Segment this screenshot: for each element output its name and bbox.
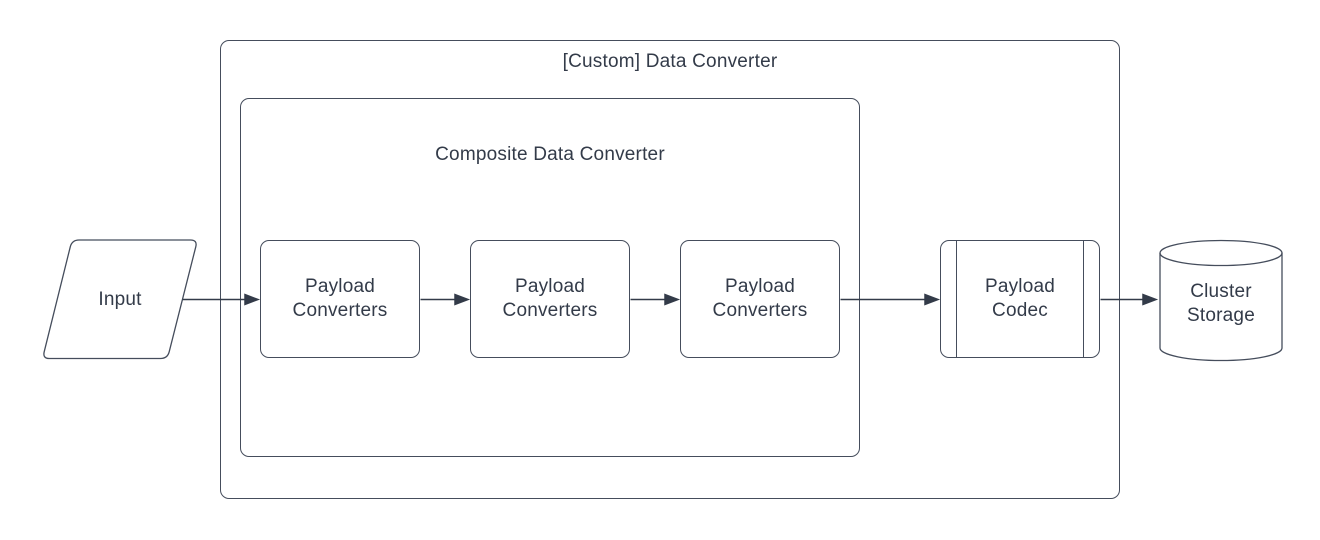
node-payload-converters-1: Payload Converters: [260, 240, 420, 358]
node-payload-codec-label: Payload Codec: [984, 276, 1056, 321]
cluster-storage-cylinder-shape: [1159, 239, 1283, 362]
node-payload-converters-2: Payload Converters: [470, 240, 630, 358]
input-parallelogram-shape: [43, 239, 197, 360]
node-payload-codec: Payload Codec: [940, 240, 1100, 358]
node-payload-converters-3: Payload Converters: [680, 240, 840, 358]
group-custom-data-converter-title: [Custom] Data Converter: [562, 51, 778, 72]
group-composite-data-converter-title: Composite Data Converter: [435, 144, 665, 165]
node-payload-converters-3-label: Payload Converters: [712, 276, 808, 321]
codec-side-line-left: [956, 241, 957, 357]
codec-side-line-right: [1083, 241, 1084, 357]
node-payload-converters-1-label: Payload Converters: [292, 276, 388, 321]
node-payload-converters-2-label: Payload Converters: [502, 276, 598, 321]
